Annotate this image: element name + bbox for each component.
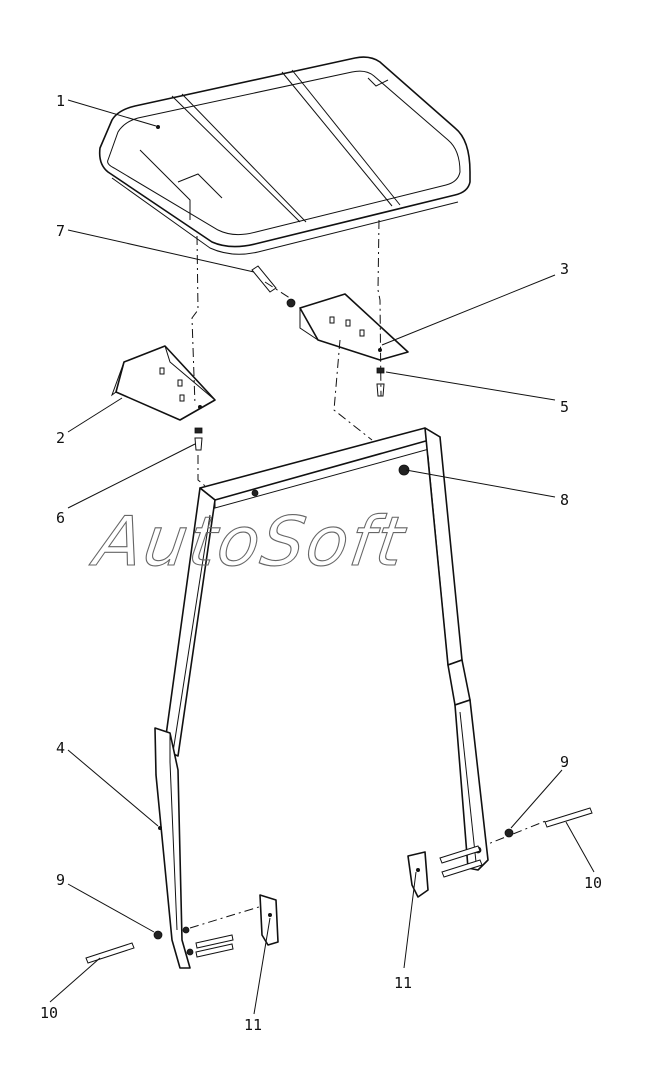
nut-7 <box>286 298 296 308</box>
plate-11-right <box>407 851 429 898</box>
plate-11-left <box>259 894 279 946</box>
bracket-left <box>110 345 216 421</box>
callout-10-left: 10 <box>40 1004 58 1022</box>
nut-9-right <box>504 828 514 838</box>
mount-right <box>407 807 593 898</box>
callout-labels: 1 7 3 5 2 6 8 4 9 9 10 10 11 11 <box>40 92 602 1034</box>
callout-8: 8 <box>560 491 569 509</box>
bolt-10-right <box>544 807 593 828</box>
canopy-roof <box>98 56 471 255</box>
washer-6 <box>194 427 203 434</box>
callout-9-left: 9 <box>56 871 65 889</box>
mount-left <box>85 894 279 964</box>
callout-10-right: 10 <box>584 874 602 892</box>
callout-2: 2 <box>56 429 65 447</box>
leader-lines <box>49 99 595 1015</box>
watermark-text: AutoSoft <box>86 503 410 582</box>
bolt-5 <box>376 383 385 397</box>
callout-9-right: 9 <box>560 753 569 771</box>
nut-9-left <box>153 930 163 940</box>
bracket-right <box>299 293 409 361</box>
callout-11-right: 11 <box>394 974 412 992</box>
bolt-6 <box>194 437 203 451</box>
rollover-frame <box>154 427 489 969</box>
callout-7: 7 <box>56 222 65 240</box>
callout-5: 5 <box>560 398 569 416</box>
callout-1: 1 <box>56 92 65 110</box>
callout-3: 3 <box>560 260 569 278</box>
callout-11-left: 11 <box>244 1016 262 1034</box>
callout-4: 4 <box>56 739 65 757</box>
assembly-centerlines <box>189 219 549 929</box>
bolt-10-left <box>85 942 135 964</box>
callout-6: 6 <box>56 509 65 527</box>
bolt-7 <box>251 265 277 293</box>
nut-8 <box>398 464 410 476</box>
